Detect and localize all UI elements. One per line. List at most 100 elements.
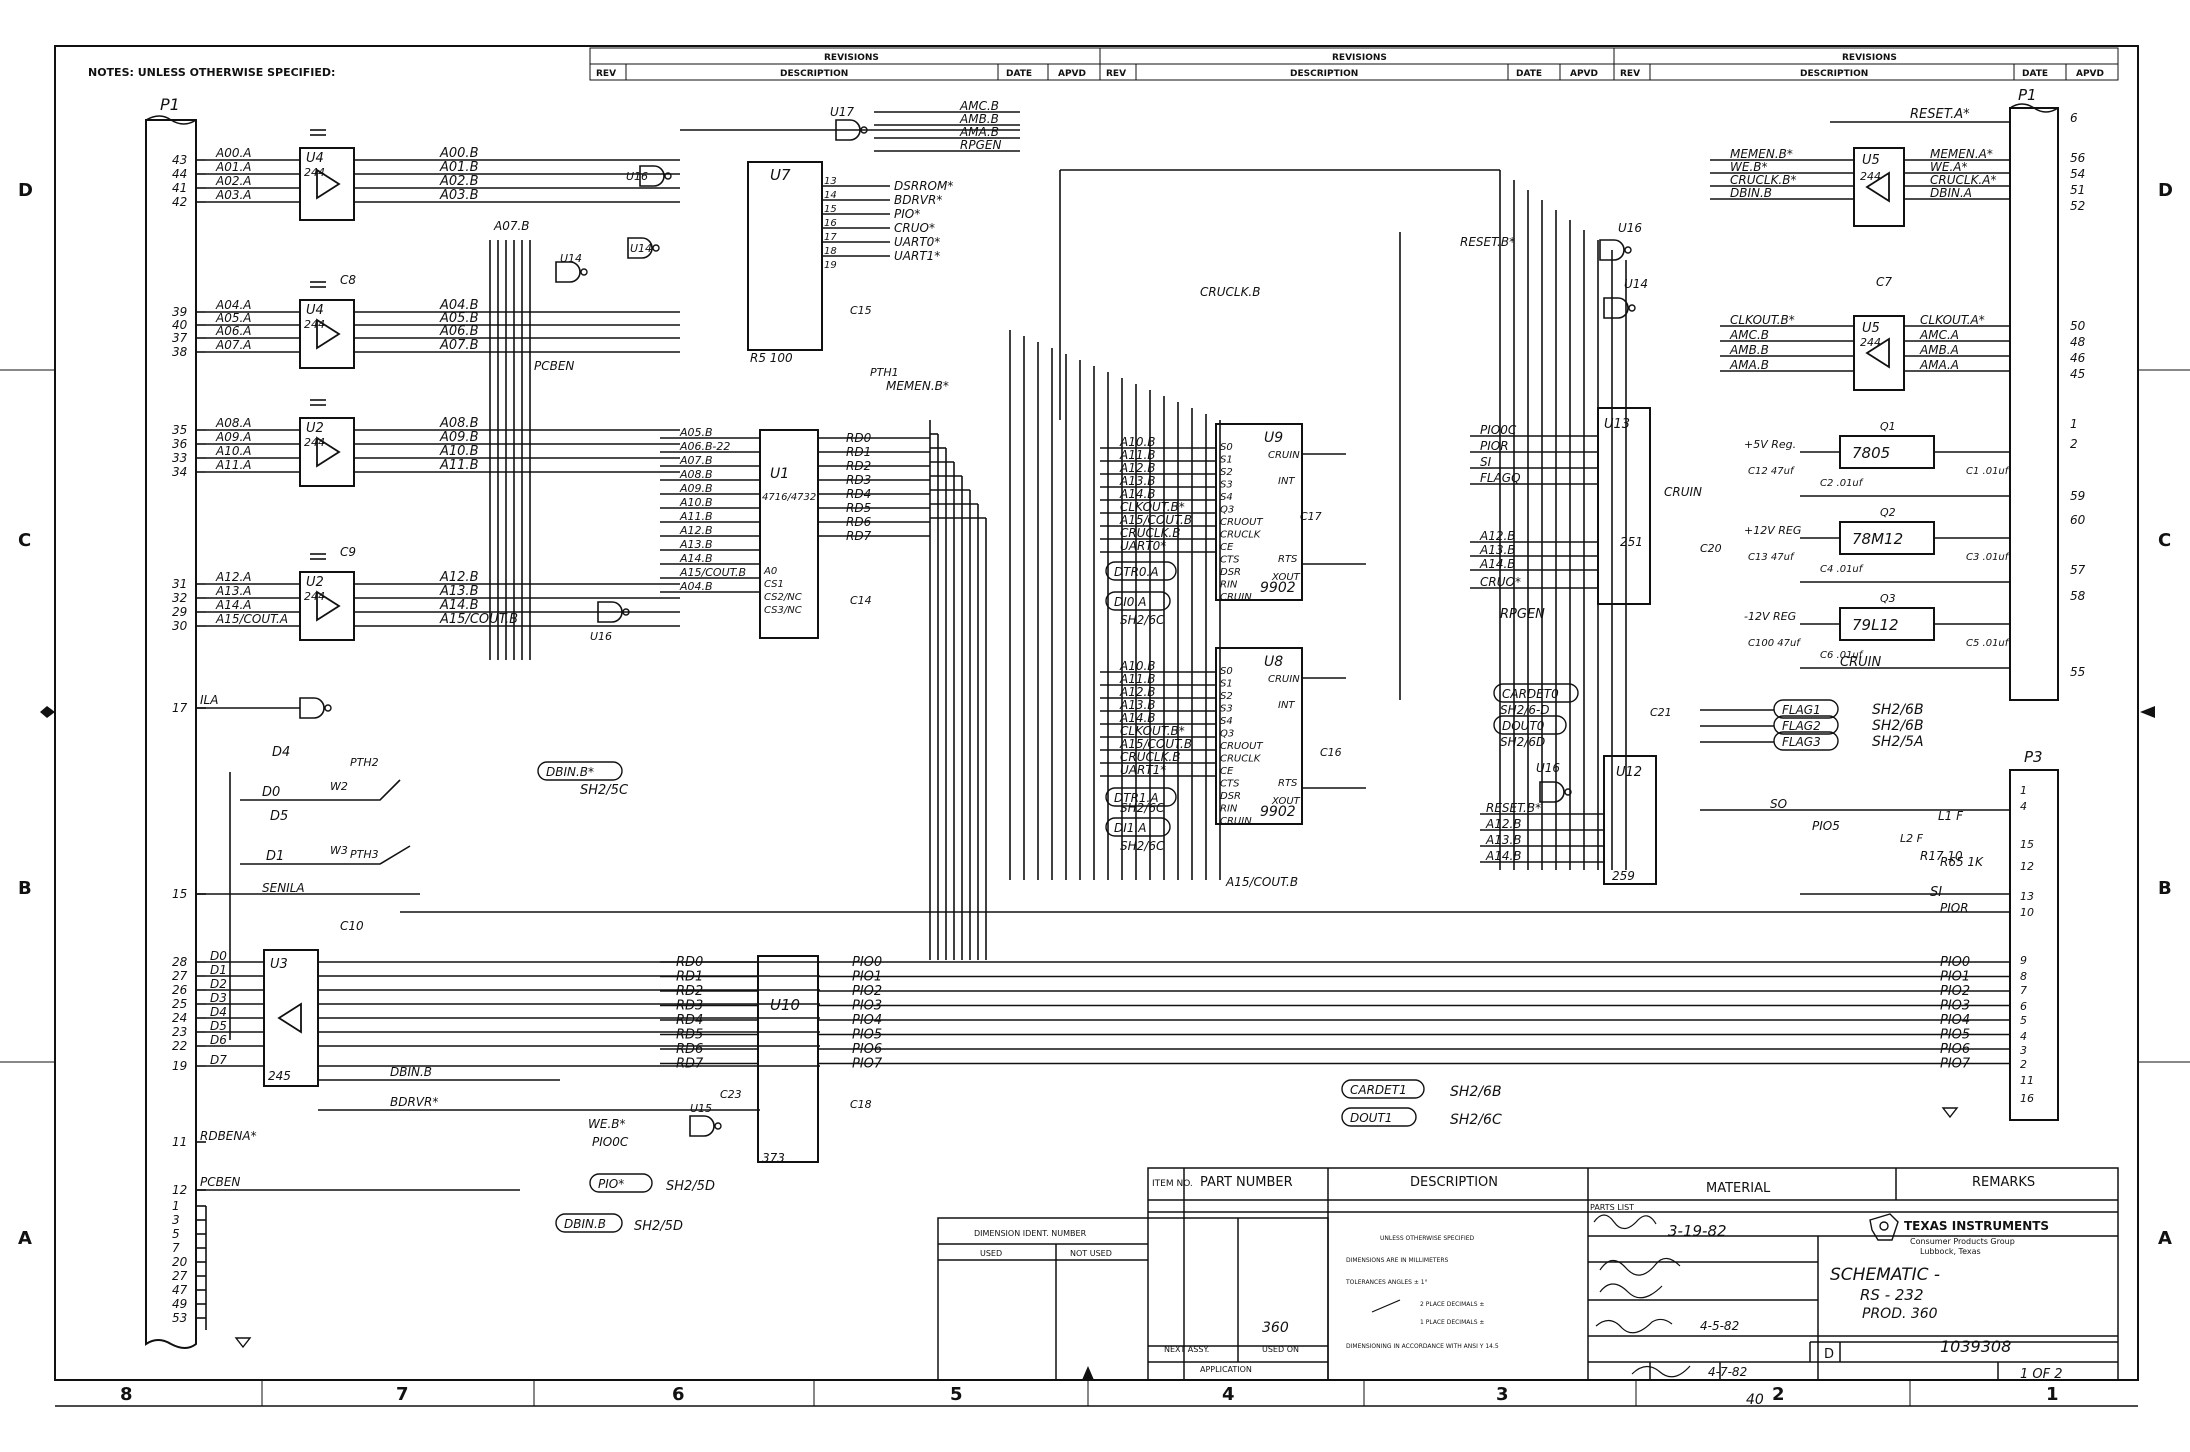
gate-u14-a-bubble — [580, 268, 588, 276]
cap-c18: C18 — [850, 1098, 872, 1111]
u1-data-label: RD4 — [846, 487, 871, 501]
addr-out-label: A11.B — [439, 458, 479, 473]
tb-parts-list: PARTS LIST — [1590, 1203, 1634, 1212]
tb-next-assy: NEXT ASSY. — [1164, 1345, 1209, 1354]
p1-right-label: P1 — [2018, 86, 2037, 104]
u15-label: U15 — [690, 1102, 712, 1115]
chip-ref-u13: U13 — [1604, 417, 1630, 432]
web-label: WE.B* — [588, 1117, 626, 1131]
buffer-u3-triangle — [277, 1002, 302, 1034]
buffer-u2b-triangle — [316, 590, 341, 622]
p3-pin-3: 12 — [2020, 860, 2034, 873]
tb-note-4: 1 PLACE DECIMALS ± — [1420, 1319, 1484, 1326]
u1-data-label: RD7 — [846, 529, 872, 543]
p1-left-pin-2: 41 — [172, 181, 187, 195]
uart-in-label: A12.B — [1119, 461, 1156, 475]
data-in-label: D0 — [210, 949, 227, 963]
p1-left-pin-13: 32 — [172, 591, 187, 605]
di0-tag-label: DI0.A — [1114, 595, 1146, 609]
u1-data-label: RD2 — [846, 459, 871, 473]
p1-left-pin-1: 44 — [172, 167, 187, 181]
buffer-u2b — [299, 571, 355, 641]
apvd-col-3: APVD — [2076, 69, 2104, 79]
uart-in-label: A15/COUT.B — [1119, 513, 1192, 527]
p1-left-pin-32: 20 — [172, 1255, 188, 1269]
buffer-u5a — [1853, 147, 1905, 227]
addr-in-label: A08.A — [215, 416, 252, 430]
p1-right-pin-11: 59 — [2070, 489, 2085, 503]
addr-out-label: A05.B — [439, 311, 479, 326]
p1-left-pin-3: 42 — [172, 195, 187, 209]
u16-label-5: U16 — [1618, 221, 1642, 235]
uart-in-label: A13.B — [1119, 474, 1156, 488]
u17-label: U17 — [830, 105, 854, 119]
dout1-tag — [1341, 1107, 1417, 1127]
u1-addr-label: A06.B-22 — [679, 440, 730, 453]
p3-pin-7: 8 — [2020, 970, 2027, 983]
uart-in-label: A10.B — [1119, 435, 1156, 449]
u10-in-label: RD3 — [676, 999, 703, 1014]
uart-pin: Q3 — [1220, 729, 1234, 740]
u1-data-label: RD1 — [846, 445, 871, 459]
chip-u8 — [1215, 647, 1303, 825]
gate-u17-bubble — [860, 126, 868, 134]
addr-out-label: A08.B — [439, 416, 479, 431]
signatures — [1371, 1214, 1691, 1378]
regulator-type-0: 7805 — [1852, 444, 1890, 462]
p1-left-pin-17: 15 — [172, 887, 187, 901]
p3-pin-8: 7 — [2020, 984, 2027, 997]
p1-right-pin-0: 6 — [2070, 111, 2078, 125]
a07b-label: A07.B — [493, 219, 530, 233]
buffer-type-u4b: 244 — [304, 318, 325, 331]
u7-pin: 15 — [824, 204, 837, 215]
p1-left-pin-19: 27 — [172, 969, 188, 983]
dout0-tag — [1493, 715, 1567, 735]
gate-u17 — [835, 119, 861, 141]
notes-heading: NOTES: UNLESS OTHERWISE SPECIFIED: — [88, 66, 335, 79]
flag-ref-1: SH2/6B — [1872, 718, 1924, 734]
regulator-cin-0: C12 47uf — [1748, 466, 1795, 477]
p1-left-pin-9: 36 — [172, 437, 188, 451]
u7-out-label: UART0* — [894, 235, 940, 249]
gate-u14-a — [555, 261, 581, 283]
title-block — [937, 1167, 2119, 1381]
p1-right-pin-3: 51 — [2070, 183, 2085, 197]
memen-label: MEMEN.B* — [886, 379, 949, 393]
p3-pin-15: 16 — [2020, 1092, 2034, 1105]
dtr1-tag — [1105, 787, 1177, 807]
p3-connector — [2009, 769, 2059, 1121]
uart-pin: DSR — [1220, 567, 1241, 578]
p3-pio-label-7: PIO7 — [1940, 1057, 1971, 1072]
p1-left-pin-23: 23 — [172, 1025, 187, 1039]
date-col-3: DATE — [2022, 69, 2048, 79]
p1-left-pin-6: 37 — [172, 331, 188, 345]
p1-left-pin-numbers: 4344414239403738353633343132293017152827… — [172, 153, 188, 1325]
gate-u16-b — [597, 601, 623, 623]
tb-note-3: 2 PLACE DECIMALS ± — [1420, 1301, 1484, 1308]
u7-pin: 19 — [824, 260, 837, 271]
p1-left-pin-15: 30 — [172, 619, 188, 633]
p1-left-connector — [145, 115, 197, 1349]
gate-u14-b-bubble — [652, 244, 660, 252]
tb-item-no: ITEM NO. — [1152, 1179, 1193, 1189]
uart-in-label: A12.B — [1119, 685, 1156, 699]
u1-data-label: RD0 — [846, 431, 872, 445]
p1-right-pin-13: 57 — [2070, 563, 2086, 577]
chip-ref-u12: U12 — [1616, 765, 1642, 780]
chip-type-u8: 9902 — [1260, 804, 1296, 820]
uart-pin: S2 — [1220, 467, 1233, 478]
uart-pin: Q3 — [1220, 505, 1234, 516]
rev-title-2: REVISIONS — [1332, 53, 1387, 63]
p1-right-pin-2: 54 — [2070, 167, 2085, 181]
p1-left-pin-34: 47 — [172, 1283, 188, 1297]
regulator-cout-1: C3 .01uf — [1966, 552, 2010, 563]
u13-in-label: CRUO* — [1480, 575, 1521, 589]
rev-col-2: REV — [1106, 69, 1126, 79]
u12-in-label: RESET.B* — [1486, 801, 1541, 815]
u17-out-label: AMA.B — [959, 125, 999, 139]
p3-pio-label-6: PIO6 — [1940, 1042, 1970, 1057]
buffer-ref-u4a: U4 — [306, 151, 324, 166]
chip-u9 — [1215, 423, 1303, 601]
tb-company-sub: Consumer Products Group — [1910, 1237, 2015, 1246]
flag-tag-2 — [1773, 731, 1839, 751]
